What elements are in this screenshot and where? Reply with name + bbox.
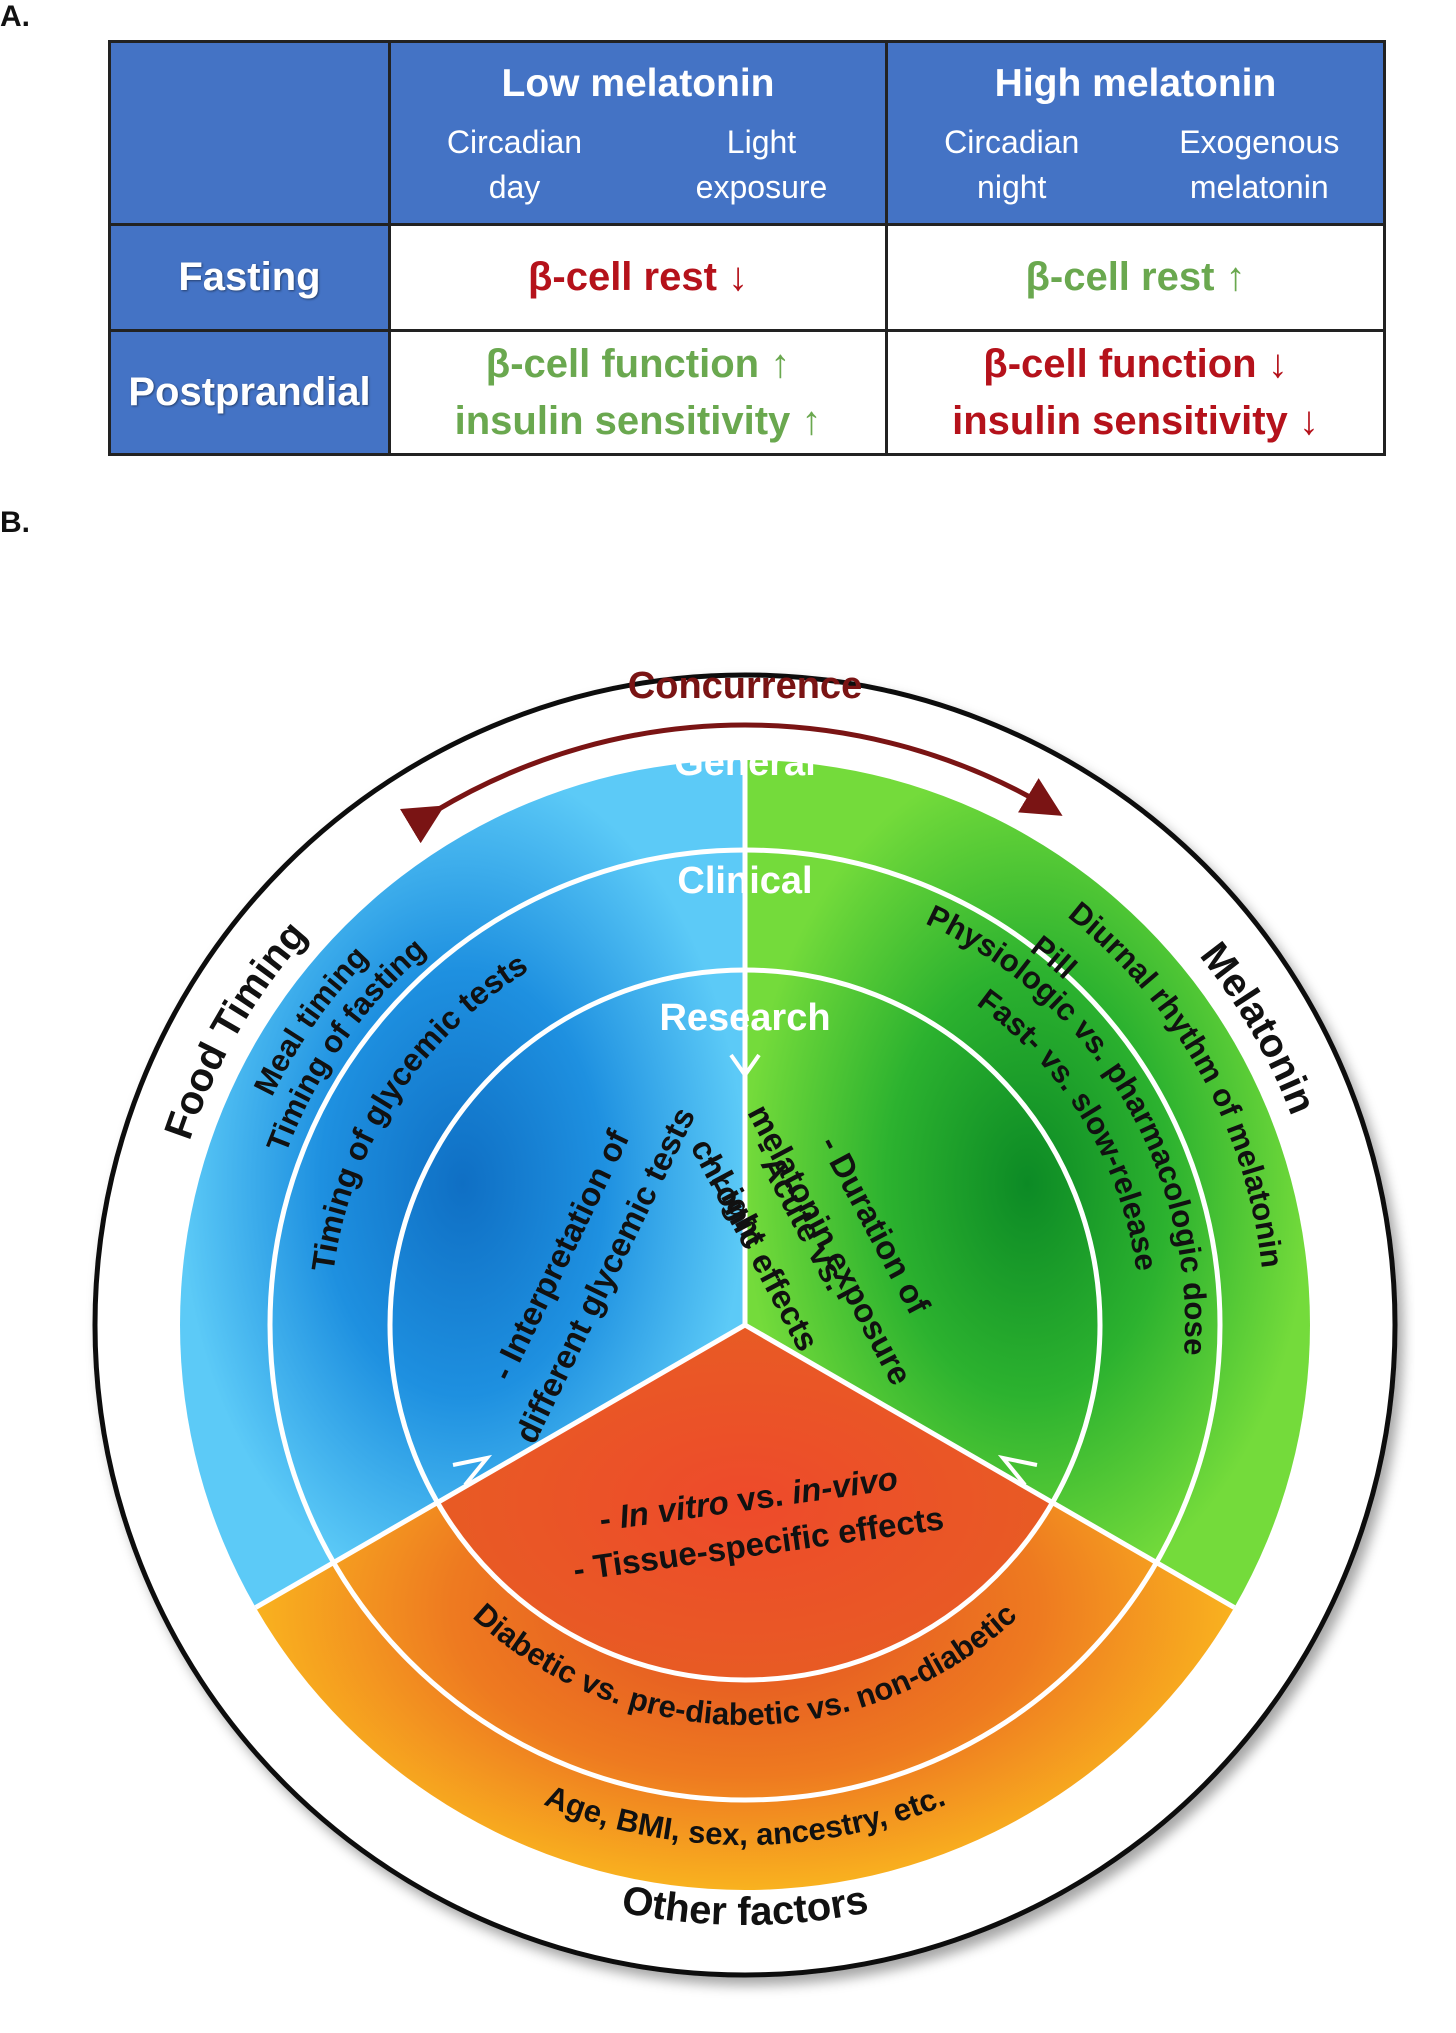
- cell-text: insulin sensitivity ↑: [454, 398, 822, 443]
- group-title: Low melatonin: [501, 62, 775, 105]
- group-title: High melatonin: [994, 62, 1277, 105]
- cell-text: β-cell rest ↑: [1025, 255, 1246, 299]
- concurrence-arrow: [399, 722, 1063, 844]
- cell-text: insulin sensitivity ↓: [952, 398, 1319, 443]
- food-timing-sector: [180, 760, 746, 1608]
- cell-fasting-high: β-cell rest ↑: [885, 223, 1386, 332]
- cell-text: β-cell function ↓: [983, 341, 1288, 386]
- clinical-ring-label: Clinical: [677, 860, 812, 902]
- row-label-postprandial: Postprandial: [108, 329, 391, 456]
- inner-research-sector: [437, 1325, 1053, 1680]
- concurrence-label: Concurrence: [628, 665, 862, 707]
- cell-text: β-cell rest ↓: [527, 255, 749, 299]
- cell-postprandial-high: β-cell function ↓ insulin sensitivity ↓: [885, 329, 1386, 456]
- panel-a-label: A.: [0, 0, 30, 33]
- research-arrow-left: [452, 1454, 493, 1487]
- panel-b-label: B.: [0, 506, 30, 539]
- general-ring-label: General: [674, 742, 816, 784]
- cell-fasting-low: β-cell rest ↓: [388, 223, 888, 332]
- row-label-fasting: Fasting: [108, 223, 391, 332]
- divider-line-right: [743, 1322, 1236, 1610]
- factor-wheel-diagram: Concurrence General Clinical Research Fo…: [92, 665, 1398, 1978]
- table-corner-cell: [108, 40, 391, 226]
- melatonin-sector: [745, 760, 1310, 1608]
- research-arrow-right: [997, 1454, 1038, 1487]
- research-ring-label: Research: [659, 997, 830, 1039]
- cell-postprandial-low: β-cell function ↑ insulin sensitivity ↑: [388, 329, 888, 456]
- divider-line-left: [254, 1322, 747, 1610]
- cell-text: β-cell function ↑: [485, 341, 791, 386]
- research-arrow-down: [729, 1053, 761, 1079]
